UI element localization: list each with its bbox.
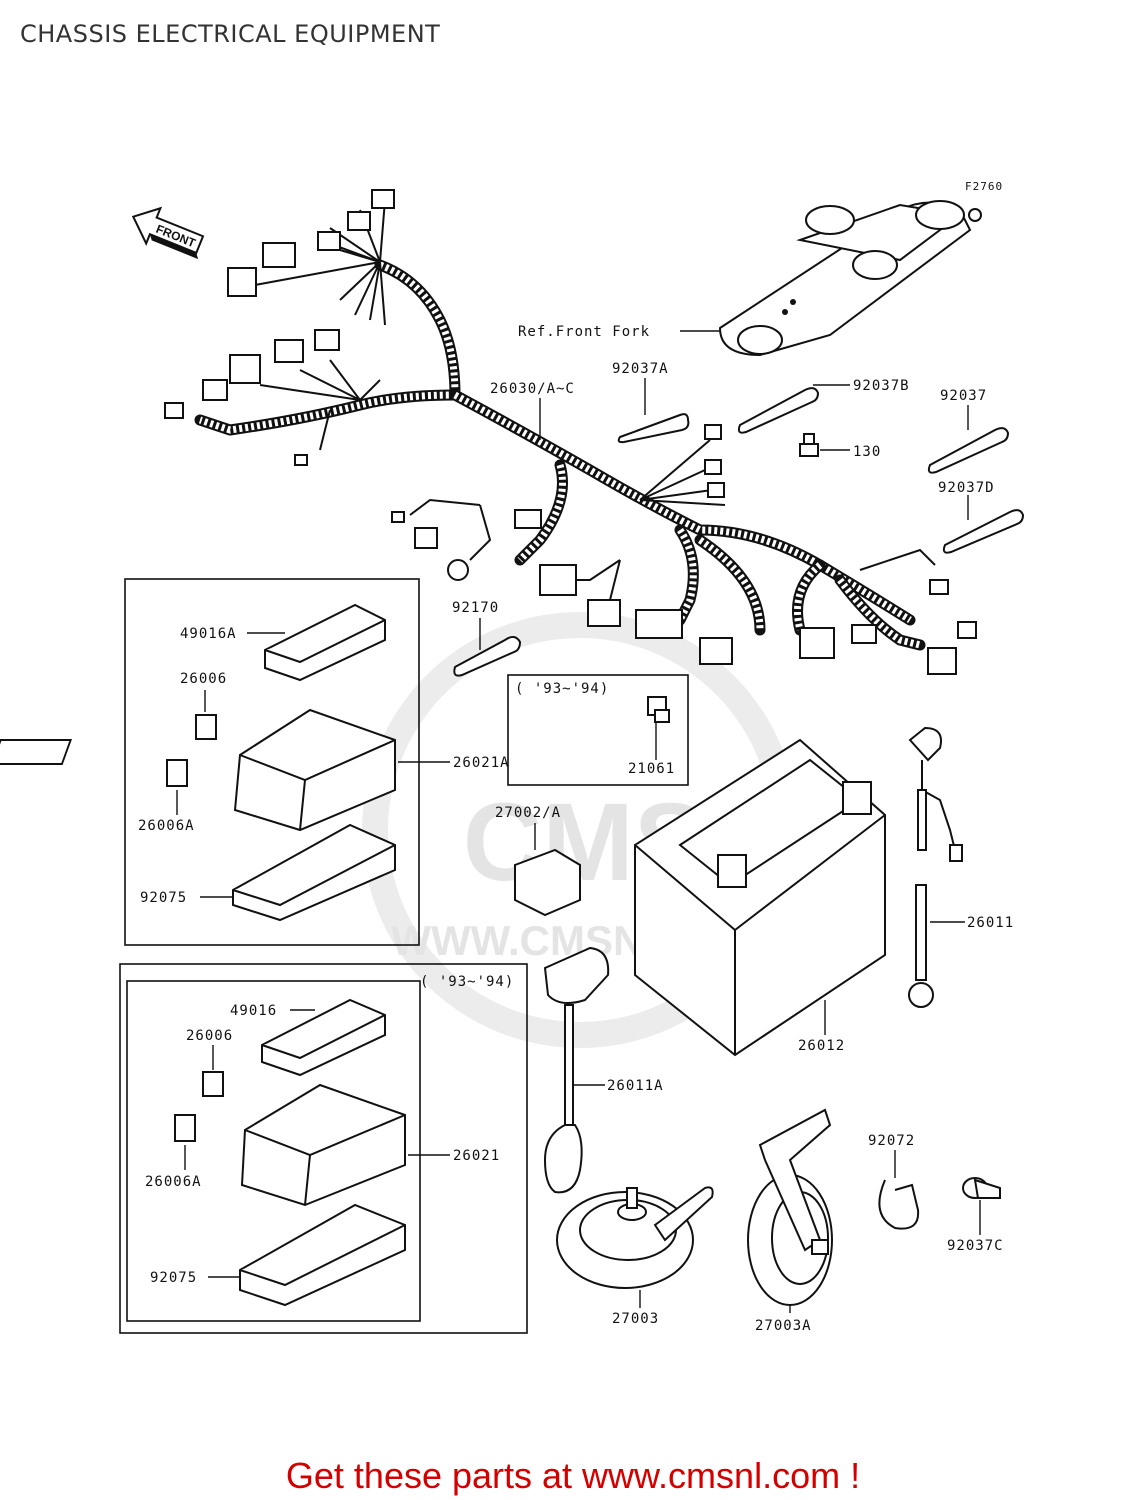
callout-92075-lower: 92075 (150, 1270, 197, 1286)
horn-27003A (747, 1108, 833, 1306)
callout-92037D: 92037D (938, 480, 995, 496)
battery-26012 (634, 738, 886, 1057)
callout-92170: 92170 (452, 600, 499, 616)
fuse-box-frame-lower-inner (126, 980, 421, 1322)
callout-92037C: 92037C (947, 1238, 1004, 1254)
callout-26006A-upper: 26006A (138, 818, 195, 834)
callout-92037A: 92037A (612, 361, 669, 377)
fuse-box-26021 (240, 1083, 406, 1207)
callout-26021A: 26021A (453, 755, 510, 771)
relay-year-note: ( '93~'94) (515, 681, 609, 697)
horn-27003 (556, 1186, 714, 1289)
page-title: CHASSIS ELECTRICAL EQUIPMENT (20, 20, 441, 48)
callout-26011: 26011 (967, 915, 1014, 931)
main-wiring-harness (194, 199, 936, 651)
fuse-26006A-lower (174, 1114, 196, 1142)
ref-front-fork-label: Ref.Front Fork (518, 324, 650, 340)
callout-26012: 26012 (798, 1038, 845, 1054)
callout-92037: 92037 (940, 388, 987, 404)
battery-cable-26011 (908, 726, 963, 1008)
battery-cable-26011A (543, 946, 610, 1194)
figure-code: F2760 (965, 180, 1003, 193)
callout-27003: 27003 (612, 1311, 659, 1327)
callout-26006A-lower: 26006A (145, 1174, 202, 1190)
fuse-cover-92075-lower (239, 1203, 406, 1307)
callout-27002: 27002/A (495, 805, 561, 821)
fuse-26006A-upper (166, 759, 188, 787)
callout-49016A: 49016A (180, 626, 237, 642)
callout-26006-lower: 26006 (186, 1028, 233, 1044)
fuse-cover-49016 (261, 998, 386, 1077)
relay-27002 (514, 848, 581, 917)
callout-27003A: 27003A (755, 1318, 812, 1334)
callout-26006-upper: 26006 (180, 671, 227, 687)
callout-92075-upper: 92075 (140, 890, 187, 906)
clamp-92037C (962, 1177, 1001, 1199)
callout-26030: 26030/A~C (490, 381, 575, 397)
fuse-26006-upper (195, 714, 217, 740)
fuse-cover-49016A (264, 603, 386, 682)
harness-straps (453, 387, 1025, 677)
front-fork-bracket (718, 200, 982, 357)
callout-92072: 92072 (868, 1133, 915, 1149)
relay-box-frame (507, 674, 689, 786)
fuse-cover-92075-upper (232, 823, 396, 922)
callout-26011A: 26011A (607, 1078, 664, 1094)
callout-49016: 49016 (230, 1003, 277, 1019)
band-92072 (878, 1179, 920, 1230)
callout-130: 130 (853, 444, 881, 460)
bolt-130 (799, 433, 819, 457)
callout-21061: 21061 (628, 761, 675, 777)
callout-26021: 26021 (453, 1148, 500, 1164)
front-arrow-icon: FRONT (131, 206, 205, 260)
fuse-box-frame-lower (119, 963, 528, 1334)
footer-link-text[interactable]: Get these parts at www.cmsnl.com ! (285, 1455, 861, 1496)
callout-92037B: 92037B (853, 378, 910, 394)
fuse-year-note: ( '93~'94) (420, 974, 514, 990)
relay-21061 (647, 696, 670, 723)
fuse-box-26021A (0, 708, 396, 832)
fuse-26006-lower (202, 1071, 224, 1097)
harness-connectors (164, 189, 977, 675)
